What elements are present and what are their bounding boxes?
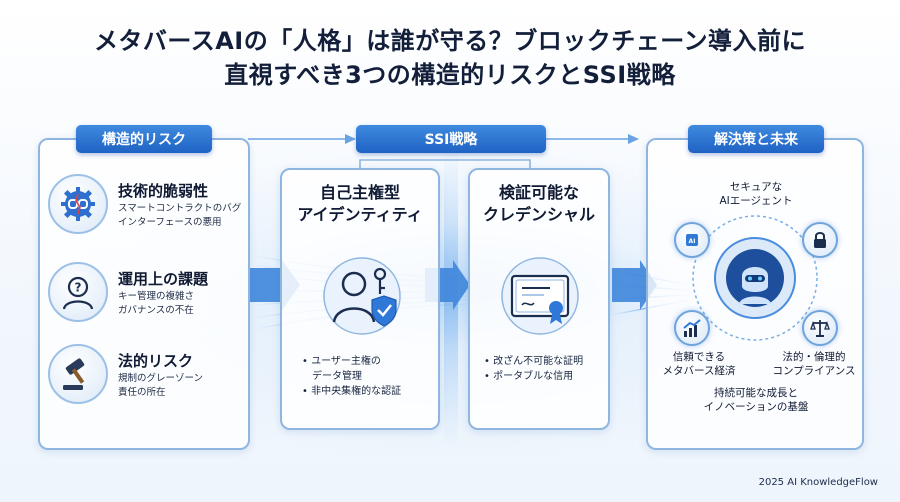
risk-desc: スマートコントラクトのバグ インターフェースの悪用 bbox=[118, 202, 258, 230]
card-title: 検証可能な クレデンシャル bbox=[470, 182, 608, 226]
bullet-item: • 非中央集権的な認証 bbox=[302, 386, 402, 397]
risk-desc-line: キー管理の複雑さ bbox=[118, 291, 195, 302]
certificate-icon bbox=[492, 248, 588, 344]
bullet-item: データ管理 bbox=[302, 371, 362, 382]
risk-item-technical: 技術的脆弱性 スマートコントラクトのバグ インターフェースの悪用 bbox=[48, 174, 248, 254]
solution-label-left: 信頼できる メタバース経済 bbox=[658, 350, 740, 378]
risk-title: 運用上の課題 bbox=[118, 270, 209, 288]
risk-desc: キー管理の複雑さ ガバナンスの不在 bbox=[118, 290, 258, 318]
risk-title: 法的リスク bbox=[118, 352, 194, 370]
risk-item-legal: 法的リスク 規制のグレーゾーン 責任の所在 bbox=[48, 344, 248, 424]
card-title: 自己主権型 アイデンティティ bbox=[282, 182, 438, 226]
ssi-header: SSI戦略 bbox=[356, 125, 546, 153]
risk-desc-line: 責任の所在 bbox=[118, 387, 166, 398]
page-title: メタバースAIの「人格」は誰が守る？ブロックチェーン導入前に 直視すべき3つの構… bbox=[0, 24, 900, 92]
bullet-item: • 改ざん不可能な証明 bbox=[484, 356, 584, 367]
label-line: メタバース経済 bbox=[662, 365, 736, 377]
bullet-item: • ユーザー主権の bbox=[302, 356, 381, 367]
risk-desc-line: スマートコントラクトのバグ bbox=[118, 203, 242, 214]
ssi-card-credential: 検証可能な クレデンシャル • 改ざん不可能な証明 • ポータブルな信用 bbox=[468, 168, 610, 430]
person-question-icon: ? bbox=[48, 262, 108, 322]
risk-desc-line: インターフェースの悪用 bbox=[118, 217, 222, 228]
label-line: AIエージェント bbox=[719, 195, 793, 207]
solution-label-right: 法的・倫理的 コンプライアンス bbox=[772, 350, 856, 378]
footer-credit: 2025 AI KnowledgeFlow bbox=[758, 477, 878, 488]
gavel-icon bbox=[48, 344, 108, 404]
risk-desc-line: ガバナンスの不在 bbox=[118, 305, 194, 316]
solution-label-bottom: 持続可能な成長と イノベーションの基盤 bbox=[696, 386, 816, 414]
growth-chart-icon bbox=[674, 310, 710, 346]
card-title-line: 自己主権型 bbox=[319, 183, 400, 202]
label-line: イノベーションの基盤 bbox=[703, 401, 809, 413]
card-title-line: クレデンシャル bbox=[482, 205, 595, 224]
card-title-line: アイデンティティ bbox=[297, 205, 423, 224]
svg-text:AI: AI bbox=[689, 238, 696, 245]
lock-icon bbox=[802, 222, 838, 258]
label-line: 信頼できる bbox=[672, 351, 726, 363]
svg-text:?: ? bbox=[75, 281, 82, 295]
label-line: コンプライアンス bbox=[772, 365, 856, 377]
risk-panel-header: 構造的リスク bbox=[76, 125, 212, 153]
ai-chip-icon: AI bbox=[674, 222, 710, 258]
title-line1: メタバースAIの「人格」は誰が守る？ブロックチェーン導入前に bbox=[93, 27, 807, 55]
label-line: 持続可能な成長と bbox=[714, 387, 798, 399]
risk-title: 技術的脆弱性 bbox=[118, 182, 209, 200]
solution-label-top: セキュアな AIエージェント bbox=[706, 180, 806, 208]
ai-robot-icon bbox=[725, 248, 785, 308]
bullet-item: • ポータブルな信用 bbox=[484, 371, 574, 382]
risk-item-operational: ? 運用上の課題 キー管理の複雑さ ガバナンスの不在 bbox=[48, 262, 248, 342]
label-line: 法的・倫理的 bbox=[782, 351, 846, 363]
label-line: セキュアな bbox=[729, 181, 783, 193]
ssi-card-identity: 自己主権型 アイデンティティ • ユーザー主権の データ管理 • 非中央集権的な… bbox=[280, 168, 440, 430]
risk-desc: 規制のグレーゾーン 責任の所在 bbox=[118, 372, 258, 400]
card-title-line: 検証可能な bbox=[498, 183, 579, 202]
title-line2: 直視すべき3つの構造的リスクとSSI戦略 bbox=[224, 61, 676, 89]
broken-chain-gear-icon bbox=[48, 174, 108, 234]
solution-panel-header: 解決策と未来 bbox=[688, 125, 824, 153]
scales-icon bbox=[802, 310, 838, 346]
user-key-shield-icon bbox=[314, 248, 410, 344]
risk-desc-line: 規制のグレーゾーン bbox=[118, 373, 204, 384]
